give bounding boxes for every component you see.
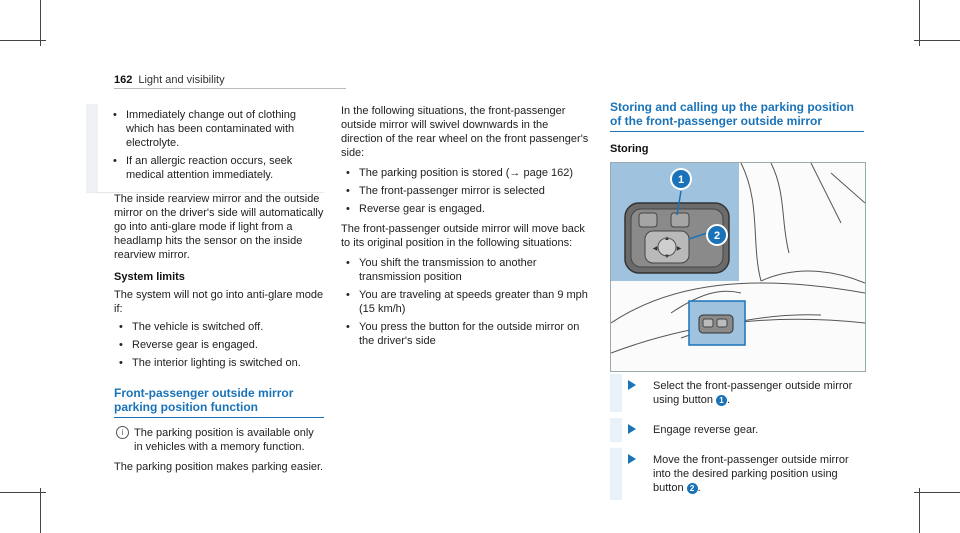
section-heading: Storing and calling up the parking posit… xyxy=(610,100,864,132)
list-item: •The front-passenger mirror is selected xyxy=(346,185,545,197)
paragraph: The system will not go into anti-glare m… xyxy=(114,289,324,315)
list-item: •The parking position is stored (→ page … xyxy=(346,167,574,179)
header-rule xyxy=(114,88,346,89)
crop-mark xyxy=(40,488,41,533)
crop-mark xyxy=(914,40,960,41)
step-arrow-icon xyxy=(628,454,636,464)
list-item: •You are traveling at speeds greater tha… xyxy=(346,289,588,315)
info-icon: i xyxy=(116,426,129,439)
subheading: System limits xyxy=(114,271,185,283)
paragraph: The parking position makes parking easie… xyxy=(114,461,324,473)
svg-text:1: 1 xyxy=(678,174,684,186)
list-item: •Reverse gear is engaged. xyxy=(119,339,258,351)
page-number: 162 xyxy=(114,74,133,86)
instruction-step: Engage reverse gear. xyxy=(610,418,864,442)
crop-mark xyxy=(0,492,46,493)
column-1-body: The inside rearview mirror and the outsi… xyxy=(114,192,324,480)
subheading: Storing xyxy=(610,143,649,155)
instruction-steps: Select the front-passenger outside mirro… xyxy=(610,374,864,500)
svg-text:▲: ▲ xyxy=(664,236,670,242)
crop-mark xyxy=(914,492,960,493)
section-heading: Front-passenger outside mirror parking p… xyxy=(114,386,324,418)
column-3: Storing and calling up the parking posit… xyxy=(610,100,864,160)
callout-2: 2 xyxy=(706,224,728,246)
paragraph: The front-passenger outside mirror will … xyxy=(341,223,585,249)
list-item: •Reverse gear is engaged. xyxy=(346,203,485,215)
section-title: Light and visibility xyxy=(138,74,225,86)
column-2: In the following situations, the front-p… xyxy=(341,104,591,354)
mirror-controls-illustration: ▲ ▼ ◀ ▶ 1 2 xyxy=(610,162,866,372)
callout-ref-2: 2 xyxy=(686,482,698,494)
list-item: •The vehicle is switched off. xyxy=(119,321,264,333)
svg-text:2: 2 xyxy=(714,230,720,242)
list-item: •You press the button for the outside mi… xyxy=(346,321,580,347)
info-note: i The parking position is available only… xyxy=(114,426,324,454)
list-item: •Immediately change out of clothing whic… xyxy=(113,109,296,149)
step-arrow-icon xyxy=(628,380,636,390)
callout-1: 1 xyxy=(670,168,692,190)
paragraph: The inside rearview mirror and the outsi… xyxy=(114,193,324,261)
svg-text:◀: ◀ xyxy=(653,246,658,252)
paragraph: In the following situations, the front-p… xyxy=(341,105,589,159)
page-header: 162 Light and visibility xyxy=(114,74,225,86)
callout-ref-1: 1 xyxy=(716,394,727,406)
door-panel-drawing: ▲ ▼ ◀ ▶ 1 2 xyxy=(611,163,865,354)
instruction-step: Select the front-passenger outside mirro… xyxy=(610,374,864,412)
column-1: •Immediately change out of clothing whic… xyxy=(86,104,324,203)
warning-note: •Immediately change out of clothing whic… xyxy=(86,104,324,193)
svg-text:▶: ▶ xyxy=(677,246,682,252)
list-item: •The interior lighting is switched on. xyxy=(119,357,301,369)
crop-mark xyxy=(919,0,920,46)
list-item: •If an allergic reaction occurs, seek me… xyxy=(113,155,293,181)
step-arrow-icon xyxy=(628,424,636,434)
instruction-step: Move the front-passenger outside mirror … xyxy=(610,448,864,500)
crop-mark xyxy=(0,40,46,41)
list-item: •You shift the transmission to another t… xyxy=(346,257,537,283)
crop-mark xyxy=(919,488,920,533)
svg-text:▼: ▼ xyxy=(664,254,670,260)
crop-mark xyxy=(40,0,41,46)
